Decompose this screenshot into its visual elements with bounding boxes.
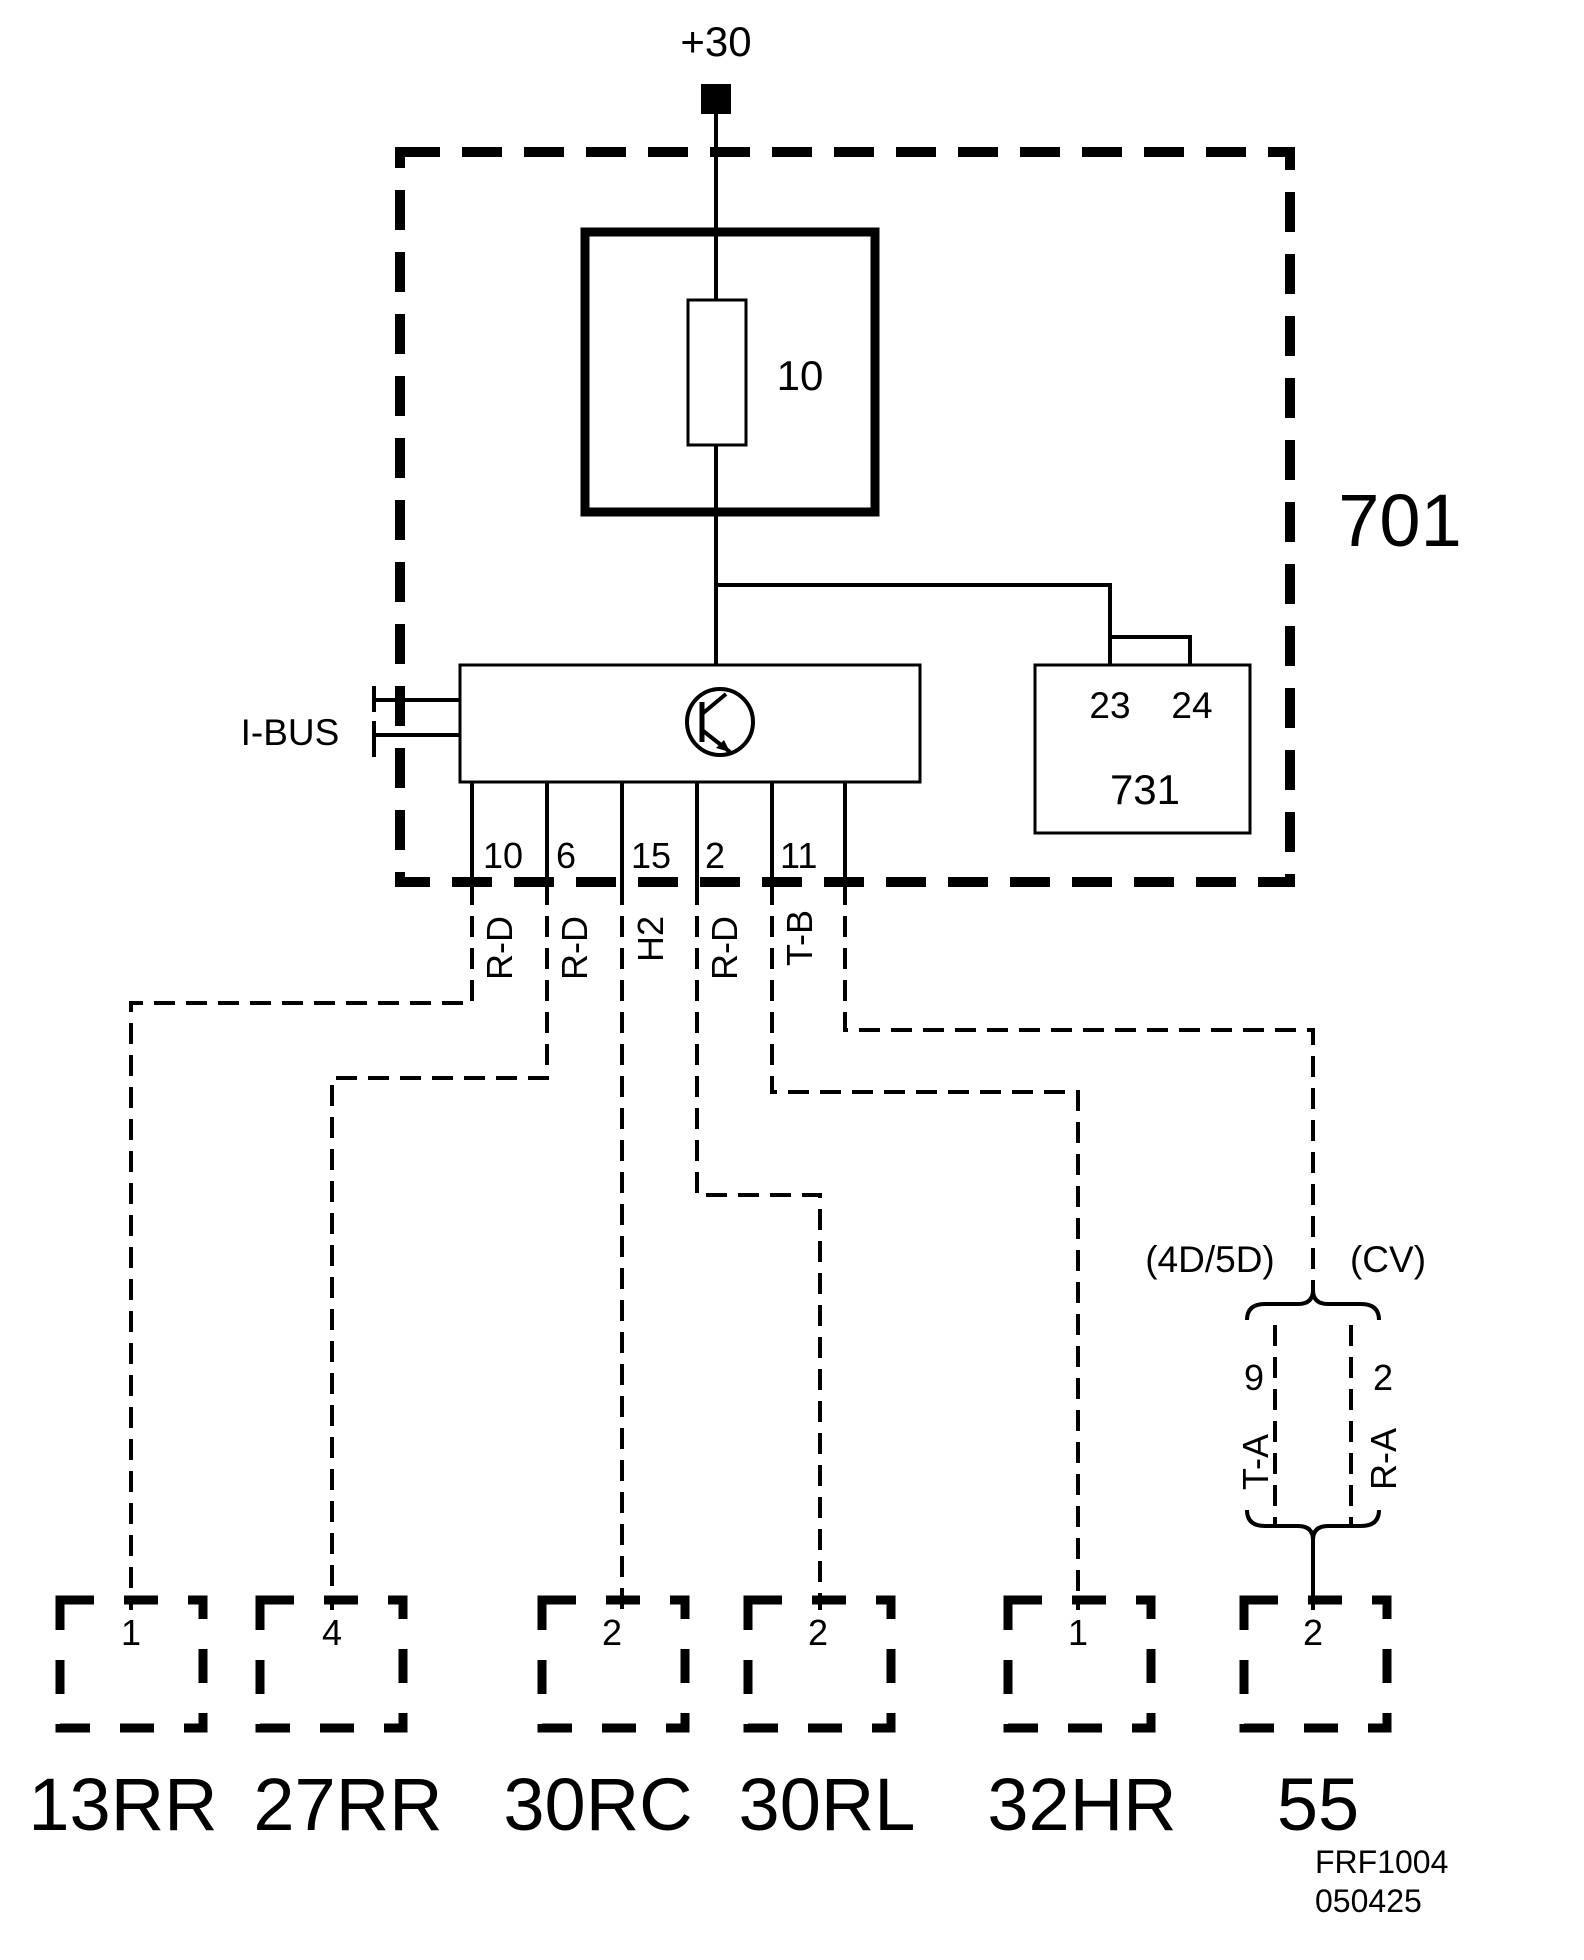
fuse bbox=[686, 298, 748, 447]
supply-terminal bbox=[701, 84, 731, 114]
connector-name-55: 55 bbox=[1277, 1763, 1359, 1846]
wire-to-27RR bbox=[330, 884, 549, 1610]
pin-2-label: 2 bbox=[705, 835, 725, 876]
relay-pin-b: 24 bbox=[1171, 685, 1212, 726]
connector-55: 2 bbox=[1239, 1595, 1392, 1733]
wire-to-30RL bbox=[695, 884, 822, 1610]
ibus-connector bbox=[372, 686, 460, 757]
relay-pin-a: 23 bbox=[1089, 685, 1130, 726]
variant-left-pin: 9 bbox=[1244, 1357, 1264, 1398]
connector-name-30RC: 30RC bbox=[503, 1763, 692, 1846]
connector-pin: 2 bbox=[1303, 1612, 1323, 1653]
connector-name-32HR: 32HR bbox=[987, 1763, 1176, 1846]
supply-label: +30 bbox=[680, 18, 751, 65]
connector-30RC: 2 bbox=[537, 1595, 690, 1733]
variant-right-color: R-A bbox=[1363, 1428, 1404, 1490]
pin-15-label: 15 bbox=[631, 835, 671, 876]
figure-code: FRF1004 bbox=[1315, 1844, 1448, 1880]
transistor-icon bbox=[685, 687, 755, 757]
figure-date: 050425 bbox=[1315, 1883, 1422, 1919]
fuse-holder bbox=[580, 227, 880, 517]
connector-27RR: 4 bbox=[255, 1595, 408, 1733]
relay-bridge-wire bbox=[1110, 635, 1192, 665]
connector-30RL: 2 bbox=[743, 1595, 896, 1733]
wire-color-3: H2 bbox=[630, 916, 671, 962]
relay-label: 731 bbox=[1110, 766, 1180, 813]
connector-name-27RR: 27RR bbox=[253, 1763, 442, 1846]
connector-13RR: 1 bbox=[55, 1595, 208, 1733]
connector-pin: 2 bbox=[808, 1612, 828, 1653]
connector-name-30RL: 30RL bbox=[739, 1763, 916, 1846]
module-label: 701 bbox=[1338, 479, 1461, 562]
connector-pin: 2 bbox=[602, 1612, 622, 1653]
variant-right-label: (CV) bbox=[1350, 1239, 1426, 1280]
variant-split-top bbox=[1245, 1289, 1381, 1321]
connector-pin: 1 bbox=[1068, 1612, 1088, 1653]
ibus-label: I-BUS bbox=[241, 712, 340, 753]
pin-6-label: 6 bbox=[556, 835, 576, 876]
wire-color-4: R-D bbox=[704, 916, 745, 980]
wire-color-2: R-D bbox=[554, 916, 595, 980]
variant-split-bottom bbox=[1245, 1509, 1381, 1541]
wire-to-13RR bbox=[129, 884, 474, 1610]
control-unit bbox=[458, 663, 922, 784]
relay-feed-wire bbox=[716, 583, 1112, 665]
pin-11-label: 11 bbox=[780, 835, 817, 876]
variant-left-label: (4D/5D) bbox=[1145, 1239, 1275, 1280]
connector-pin: 4 bbox=[322, 1612, 342, 1653]
pin-10-label: 10 bbox=[483, 835, 523, 876]
wire-color-1: R-D bbox=[479, 916, 520, 980]
wire-to-variant bbox=[843, 884, 1315, 1290]
connector-name-13RR: 13RR bbox=[28, 1763, 217, 1846]
connector-32HR: 1 bbox=[1003, 1595, 1156, 1733]
connector-pin: 1 bbox=[121, 1612, 141, 1653]
variant-left-color: T-A bbox=[1235, 1434, 1276, 1490]
pin-stubs bbox=[470, 782, 847, 884]
fuse-label: 10 bbox=[777, 352, 824, 399]
wire-color-5: T-B bbox=[779, 910, 820, 966]
relay-731 bbox=[1033, 663, 1252, 835]
variant-right-pin: 2 bbox=[1373, 1357, 1393, 1398]
wire-to-32HR bbox=[770, 884, 1080, 1610]
